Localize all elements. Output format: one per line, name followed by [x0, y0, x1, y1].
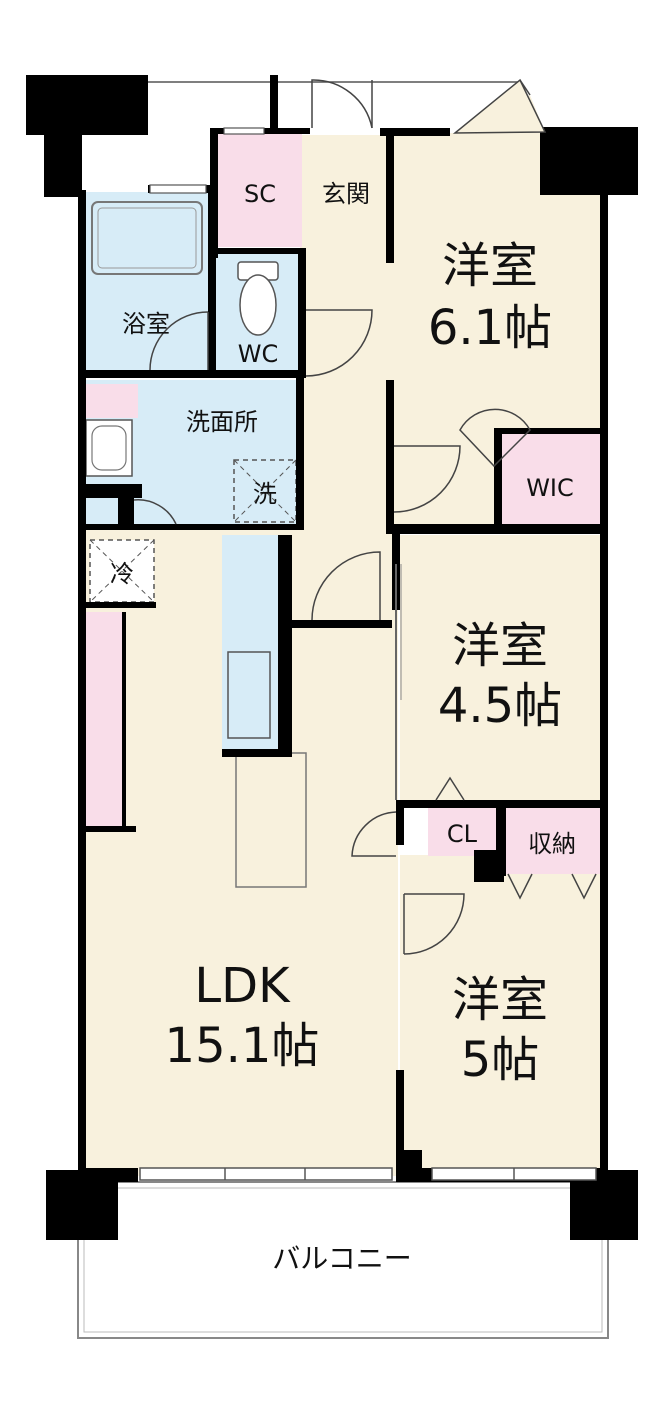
balcony-floor	[77, 1181, 609, 1339]
wash-basin	[85, 419, 133, 477]
western1-floor	[392, 95, 606, 528]
toilet-label: WC	[238, 340, 279, 368]
balcony-windows	[139, 1167, 597, 1181]
western1-size: 6.1帖	[428, 300, 552, 356]
western3-size: 5帖	[461, 1032, 540, 1088]
ldk-storage	[86, 612, 122, 830]
kitchen-counter	[222, 535, 282, 753]
western2-floor	[400, 535, 606, 803]
sc-window	[223, 127, 265, 135]
washer-label: 洗	[253, 480, 277, 508]
hallway-floor	[300, 135, 392, 535]
bath-label: 浴室	[122, 310, 170, 338]
western2-size: 4.5帖	[438, 678, 562, 734]
bath-floor	[82, 192, 212, 374]
bathtub	[91, 201, 203, 275]
entrance-label: 玄関	[322, 180, 370, 208]
bath-window	[149, 184, 207, 194]
wic-floor	[498, 432, 601, 526]
closet-label: CL	[447, 820, 478, 848]
closet-floor	[428, 806, 496, 856]
ldk-size: 15.1帖	[165, 1018, 320, 1074]
toilet-bowl	[239, 274, 277, 336]
washroom-label: 洗面所	[186, 408, 258, 436]
shoe-closet-label: SC	[244, 180, 276, 208]
storage-label: 収納	[528, 830, 576, 858]
western3-floor	[400, 855, 606, 1175]
balcony-label: バルコニー	[272, 1242, 411, 1275]
western3-name: 洋室	[452, 972, 548, 1028]
ldk-name: LDK	[194, 958, 291, 1014]
western2-name: 洋室	[452, 618, 548, 674]
fridge-label: 冷	[110, 560, 134, 588]
sink	[227, 651, 271, 739]
shoe-closet-floor	[218, 132, 302, 247]
wic-label: WIC	[526, 474, 574, 502]
doors	[133, 78, 597, 955]
storage-floor	[506, 806, 601, 874]
western1-name: 洋室	[442, 238, 538, 294]
wash-storage	[86, 384, 138, 418]
